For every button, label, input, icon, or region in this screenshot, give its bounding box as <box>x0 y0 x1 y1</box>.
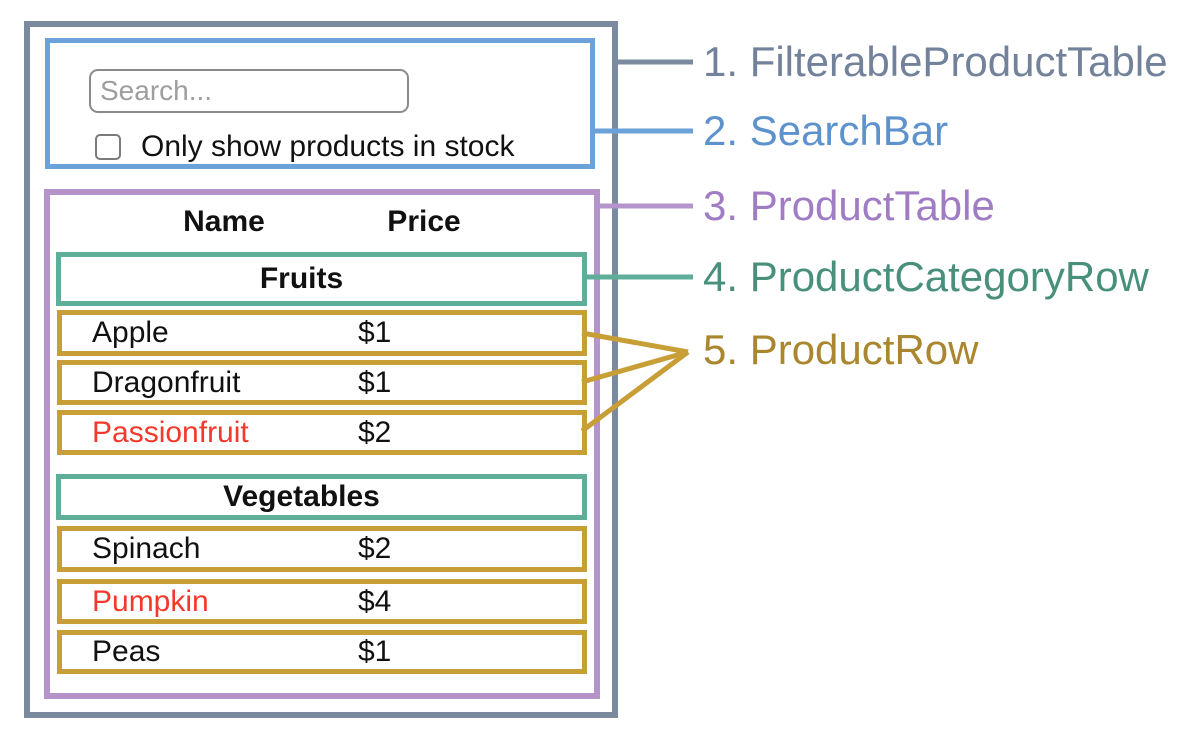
legend-label-product-row: 5. ProductRow <box>703 326 979 373</box>
product-row-peas: Peas $1 <box>57 630 587 674</box>
category-row-fruits: Fruits <box>56 252 587 306</box>
product-row-pumpkin: Pumpkin $4 <box>57 579 587 624</box>
in-stock-checkbox[interactable] <box>95 134 121 160</box>
product-price: $2 <box>358 415 392 449</box>
category-row-vegetables: Vegetables <box>56 474 587 520</box>
product-name: Pumpkin <box>92 584 209 618</box>
product-price: $1 <box>358 635 392 668</box>
product-name: Dragonfruit <box>92 365 241 399</box>
product-price: $4 <box>358 584 392 618</box>
product-name: Spinach <box>92 532 201 565</box>
legend-label-product-table: 3. ProductTable <box>703 182 995 229</box>
legend-label-search-bar: 2. SearchBar <box>703 107 949 154</box>
in-stock-checkbox-label[interactable]: Only show products in stock <box>141 130 515 163</box>
product-row-dragonfruit: Dragonfruit $1 <box>57 360 587 405</box>
product-price: $1 <box>358 316 392 349</box>
column-header-price: Price <box>387 205 461 238</box>
product-name: Peas <box>92 635 161 668</box>
product-price: $2 <box>358 532 392 565</box>
product-name: Passionfruit <box>92 415 249 449</box>
product-name: Apple <box>92 316 169 349</box>
product-row-spinach: Spinach $2 <box>57 526 587 572</box>
product-row-apple: Apple $1 <box>57 310 587 356</box>
column-header-name: Name <box>183 205 265 238</box>
legend-label-product-category-row: 4. ProductCategoryRow <box>703 253 1149 300</box>
search-input[interactable] <box>89 69 409 113</box>
product-price: $1 <box>358 365 392 399</box>
product-row-passionfruit: Passionfruit $2 <box>57 410 587 455</box>
legend-label-filterable-product-table: 1. FilterableProductTable <box>703 38 1168 85</box>
